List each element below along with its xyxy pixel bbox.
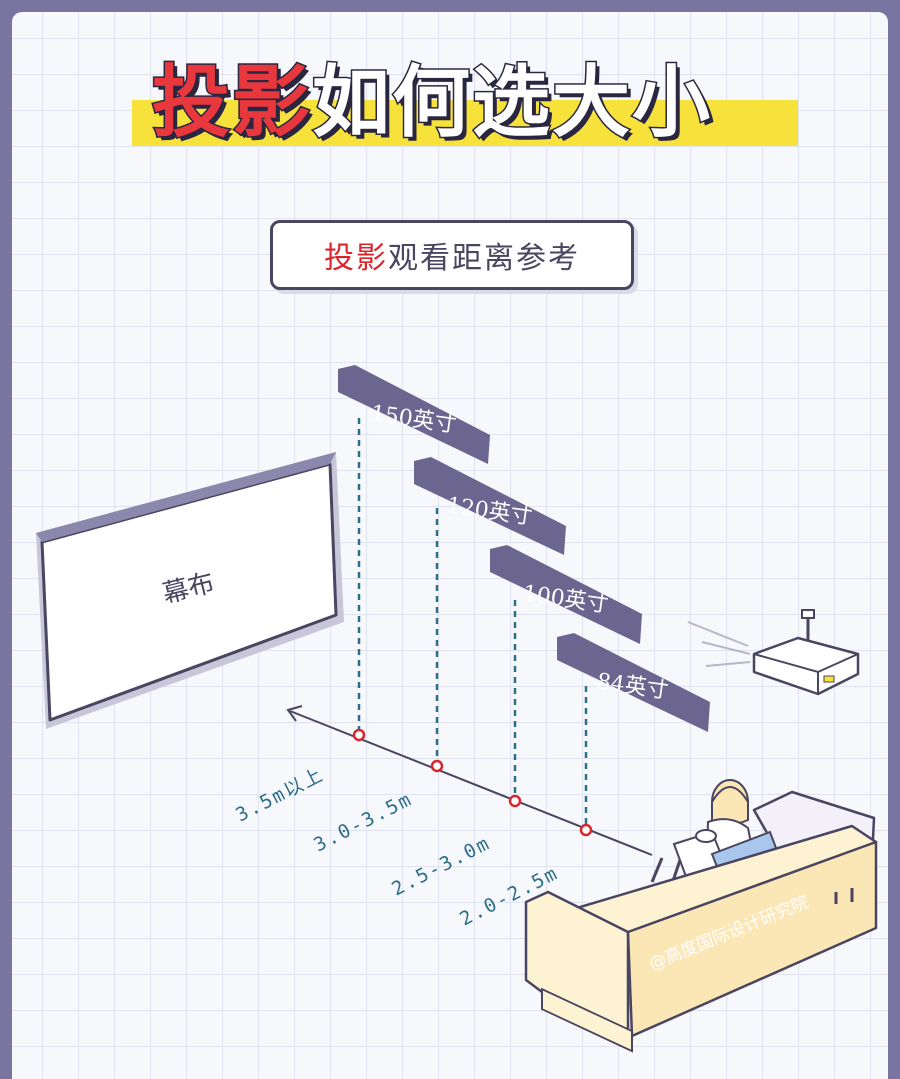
subtitle-text: 观看距离参考 xyxy=(388,241,580,276)
title-part-projection: 投影 xyxy=(150,57,313,150)
marker-84 xyxy=(579,823,593,837)
marker-120 xyxy=(430,759,444,773)
size-label-150: 150英寸 xyxy=(369,401,458,438)
arrow-left-icon xyxy=(286,705,303,722)
size-tag-150: 150英寸 xyxy=(338,365,490,464)
viewing-distance-diagram: 幕布 150英寸 120英寸 100英寸 84英寸 xyxy=(36,365,878,1053)
subtitle-highlight: 投影 xyxy=(324,241,388,276)
distance-markers xyxy=(352,728,593,837)
size-label-120: 120英寸 xyxy=(445,493,534,530)
distance-label-120: 3.0-3.5m xyxy=(310,788,416,856)
marker-150 xyxy=(352,728,366,742)
sofa-with-viewer-illustration: @高度国际设计研究院 xyxy=(524,779,878,1053)
guide-lines xyxy=(357,418,588,831)
page-title: 投影如何选大小 xyxy=(150,48,713,158)
projector-illustration xyxy=(687,609,860,696)
size-tag-84: 84英寸 xyxy=(557,633,710,732)
distance-labels: 3.5m以上 3.0-3.5m 2.5-3.0m 2.0-2.5m xyxy=(232,763,562,930)
subtitle-box: 投影观看距离参考 xyxy=(270,220,634,290)
size-tag-120: 120英寸 xyxy=(414,457,566,555)
distance-label-100: 2.5-3.0m xyxy=(388,832,494,900)
title-part-how-to-choose: 如何选大小 xyxy=(311,57,713,150)
size-label-100: 100英寸 xyxy=(521,581,610,618)
size-tag-100: 100英寸 xyxy=(490,545,642,644)
infographic-card: 投影如何选大小 投影观看距离参考 幕布 150英寸 xyxy=(12,12,888,1079)
projection-screen: 幕布 xyxy=(36,452,344,729)
marker-100 xyxy=(508,794,522,808)
distance-label-150: 3.5m以上 xyxy=(232,763,327,826)
size-label-84: 84英寸 xyxy=(595,669,670,704)
title-highlight-band xyxy=(132,100,798,146)
